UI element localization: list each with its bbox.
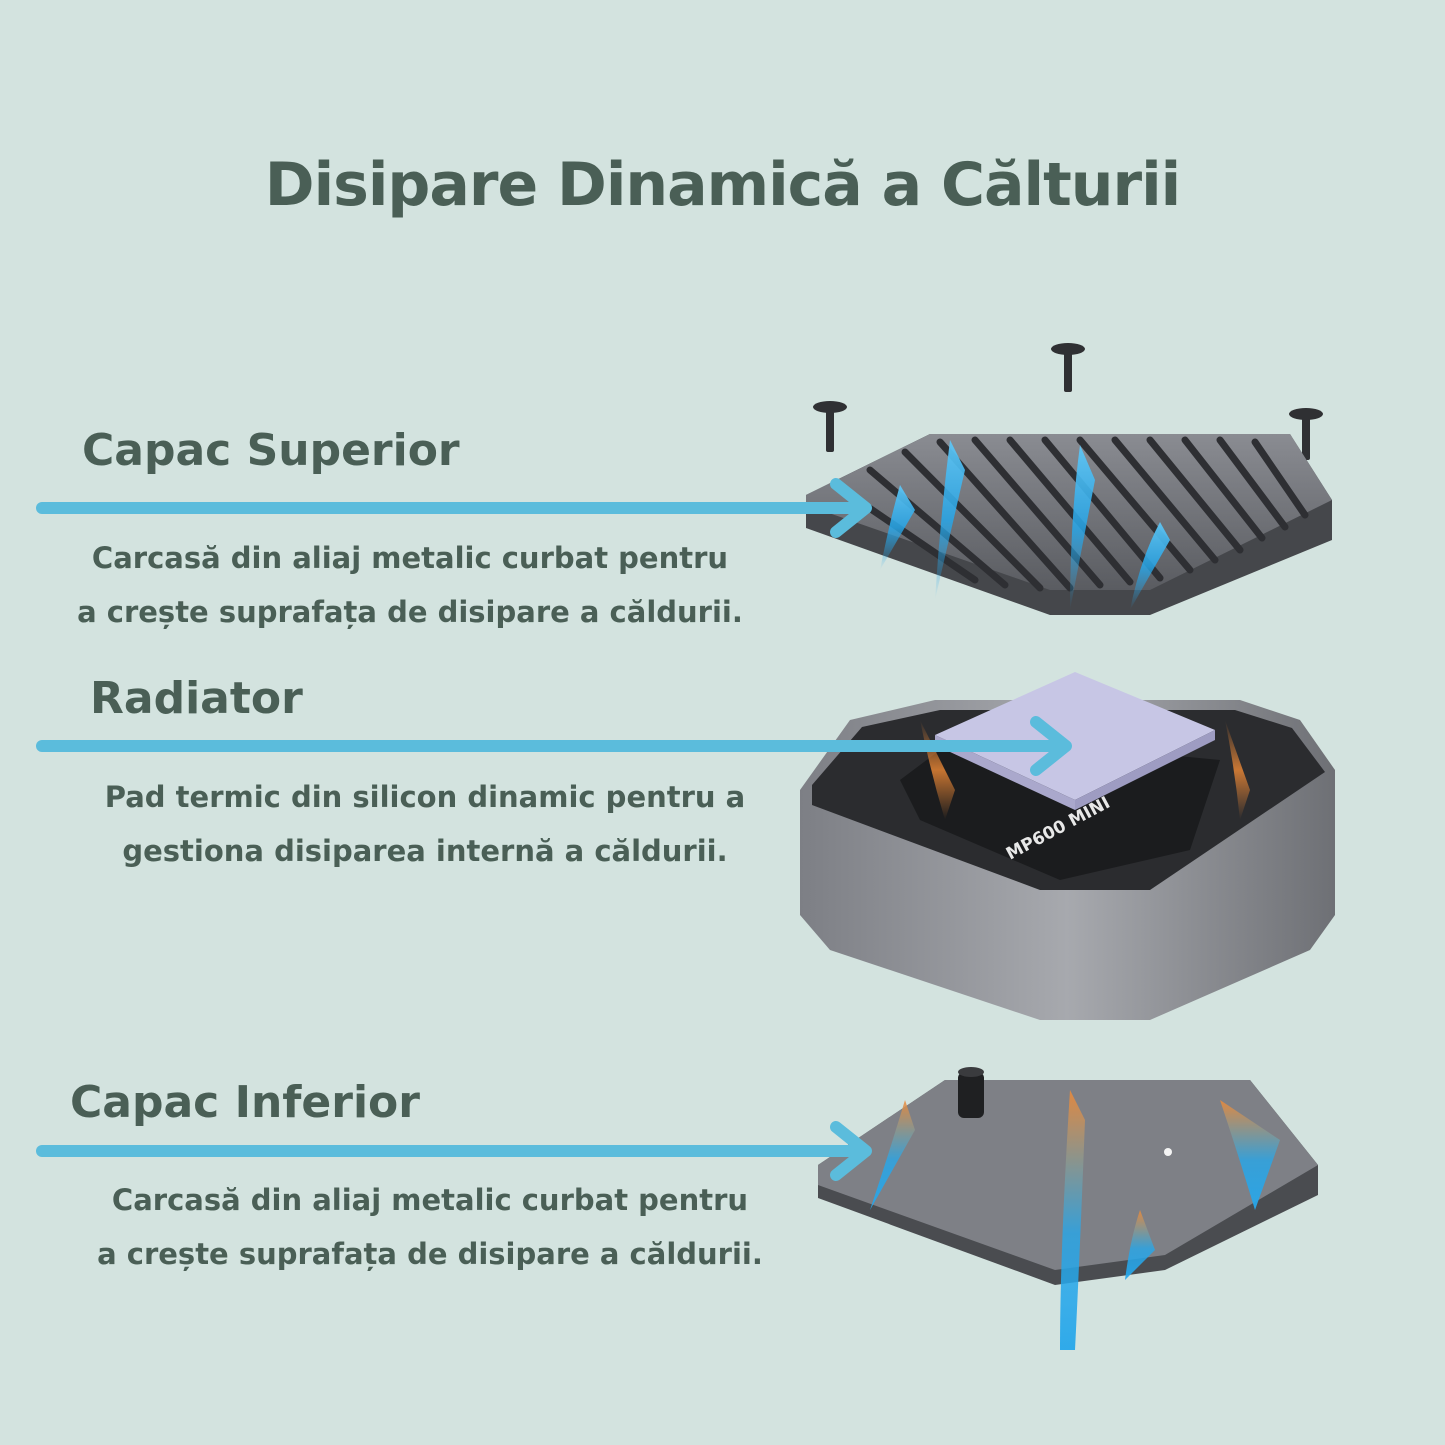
heading-top-cover: Capac Superior [82, 425, 460, 476]
radiator-body: MP600 MINI [800, 672, 1335, 1020]
heading-bottom-cover: Capac Inferior [70, 1077, 420, 1128]
description-bottom-cover: Carcasă din aliaj metalic curbat pentru … [60, 1173, 800, 1281]
description-line: gestiona disiparea internă a căldurii. [122, 834, 728, 868]
arrow-top-cover [36, 478, 872, 538]
top-cover [806, 434, 1332, 615]
screw-icon [1051, 343, 1085, 392]
arrow-bottom-cover [36, 1121, 872, 1181]
bottom-cover [818, 1067, 1318, 1350]
description-line: a crește suprafața de disipare a călduri… [77, 595, 743, 629]
description-top-cover: Carcasă din aliaj metalic curbat pentru … [40, 531, 780, 639]
description-radiator: Pad termic din silicon dinamic pentru a … [60, 770, 790, 878]
arrow-radiator [36, 716, 1072, 776]
screw-icon [813, 401, 847, 452]
description-line: Carcasă din aliaj metalic curbat pentru [111, 1183, 749, 1217]
page-title: Disipare Dinamică a Călturii [264, 150, 1181, 220]
description-line: a crește suprafața de disipare a călduri… [97, 1237, 763, 1271]
screw-icon [1289, 408, 1323, 460]
description-line: Pad termic din silicon dinamic pentru a [104, 780, 746, 814]
description-line: Carcasă din aliaj metalic curbat pentru [91, 541, 729, 575]
heading-radiator: Radiator [90, 673, 303, 724]
